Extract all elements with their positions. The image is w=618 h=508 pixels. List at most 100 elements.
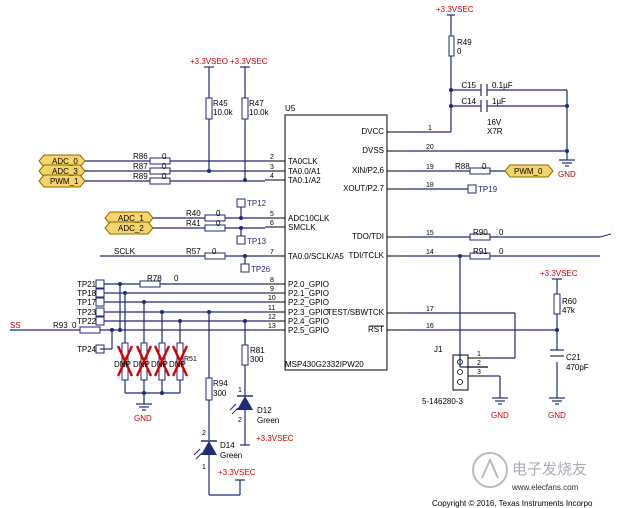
j1-connector xyxy=(452,354,469,391)
junction-dot xyxy=(110,328,114,332)
pwm1-net-label: PWM_1 xyxy=(50,177,79,186)
r91-val: 0 xyxy=(499,247,504,256)
watermark: 电子发烧友 www.elecfans.com xyxy=(472,452,587,492)
r88-resistor xyxy=(469,167,491,175)
d12-color: Green xyxy=(257,416,279,425)
pin-name: P2.4_GPIO xyxy=(288,317,329,326)
r49-resistor xyxy=(448,35,455,57)
r45-val: 10.0k xyxy=(213,108,234,117)
junction-dot xyxy=(449,88,453,92)
j1-pin-num: 3 xyxy=(477,369,481,376)
power-arrow-top xyxy=(447,14,455,36)
r40-val: 0 xyxy=(216,209,221,218)
pin-num: 5 xyxy=(270,211,274,218)
pin-name: P2.5_GPIO xyxy=(288,326,329,335)
pin-num: 10 xyxy=(268,295,276,302)
power-label-vsec-top: +3.3VSEC xyxy=(436,5,474,14)
r94-ref: R94 xyxy=(213,379,228,388)
adc1-net-label: ADC_1 xyxy=(118,214,144,223)
d14-led xyxy=(193,440,217,460)
dnp-label: DNP xyxy=(133,360,150,369)
pin-num: 15 xyxy=(426,230,434,237)
adc-wiring xyxy=(85,160,265,182)
pin-name: SMCLK xyxy=(288,223,316,232)
dnp-resistors xyxy=(121,342,184,381)
d12-pin: 1 xyxy=(238,387,242,394)
tp12-label: TP12 xyxy=(247,199,267,208)
j1-pin-num: 2 xyxy=(477,360,481,367)
c15-capacitor xyxy=(480,84,488,96)
d14-color: Green xyxy=(220,451,242,460)
tp18-label: TP18 xyxy=(77,289,97,298)
pullup-wiring xyxy=(204,66,250,180)
pin-name: RST xyxy=(368,325,384,334)
pin-name: TEST/SBWTCK xyxy=(327,308,385,317)
pin-name: TDI/TCLK xyxy=(348,251,384,260)
pin-num: 17 xyxy=(426,306,434,313)
pin-num: 13 xyxy=(268,323,276,330)
j1-pin-num: 1 xyxy=(477,351,481,358)
adc3-net-label: ADC_3 xyxy=(52,167,78,176)
r91-resistor xyxy=(469,252,491,260)
c21-val: 470pF xyxy=(566,363,589,372)
j1-ref: J1 xyxy=(434,345,443,354)
junction-dot xyxy=(565,149,569,153)
pin-name: P2.0_GPIO xyxy=(288,280,329,289)
pin-num: 14 xyxy=(426,249,434,256)
r91-ref: R91 xyxy=(473,247,488,256)
pin-num: 8 xyxy=(270,277,274,284)
r78-ref: R78 xyxy=(147,274,162,283)
r94-val: 300 xyxy=(213,389,227,398)
r86-ref: R86 xyxy=(133,152,148,161)
junction-dot xyxy=(458,254,462,258)
tp19-label: TP19 xyxy=(478,185,498,194)
r94-resistor xyxy=(205,377,213,401)
u5-right-pins xyxy=(387,131,407,331)
r78-resistor xyxy=(139,280,161,288)
pin-name: TA0CLK xyxy=(288,157,318,166)
power-label-vsec-d12: +3.3VSEC xyxy=(256,434,294,443)
r93-ref: R93 xyxy=(53,321,68,330)
pin-name: P2.3_GPIO xyxy=(288,308,329,317)
r93-resistor xyxy=(79,326,101,334)
junction-dot xyxy=(239,226,243,230)
r49-val: 0 xyxy=(457,47,462,56)
wire xyxy=(599,233,612,238)
testpoint-column xyxy=(95,279,105,354)
junction-dot xyxy=(118,282,122,286)
ss-net-label: SS xyxy=(10,321,21,330)
d14-pin: 2 xyxy=(202,430,206,437)
junction-dot xyxy=(243,319,247,323)
pin-num: 12 xyxy=(268,314,276,321)
d12-pin: 2 xyxy=(238,417,242,424)
u5-part-number: MSP430G2332IPW20 xyxy=(285,360,364,369)
r40-ref: R40 xyxy=(186,209,201,218)
test-rst-wiring xyxy=(407,312,558,398)
r57-val: 0 xyxy=(212,247,217,256)
d14-ref: D14 xyxy=(220,441,235,450)
dnp-cross-marks xyxy=(116,345,189,377)
pin-num: 3 xyxy=(270,164,274,171)
c14-val: 1µF xyxy=(492,97,506,106)
gnd-symbol-c21 xyxy=(549,397,565,405)
tp21-label: TP21 xyxy=(77,280,97,289)
gnd-symbol-j1 xyxy=(492,397,508,405)
tp17-label: TP17 xyxy=(77,298,97,307)
r81-resistor xyxy=(241,344,249,366)
r41-val: 0 xyxy=(216,219,221,228)
d14-pin: 1 xyxy=(202,464,206,471)
junction-dot xyxy=(142,391,146,395)
pin-num: 20 xyxy=(426,144,434,151)
tp13-testpoint xyxy=(236,235,246,245)
watermark-text: 电子发烧友 xyxy=(512,461,587,478)
c14-capacitor xyxy=(480,100,488,112)
tp19-testpoint xyxy=(467,184,477,194)
c15-val: 0.1µF xyxy=(492,81,513,90)
j1-pin xyxy=(457,359,463,365)
j1-pin xyxy=(457,379,463,385)
junction-dot xyxy=(142,300,146,304)
r78-val: 0 xyxy=(174,274,179,283)
r90-ref: R90 xyxy=(473,228,488,237)
r47-resistor xyxy=(241,97,249,120)
pin-name: ADC10CLK xyxy=(288,214,330,223)
